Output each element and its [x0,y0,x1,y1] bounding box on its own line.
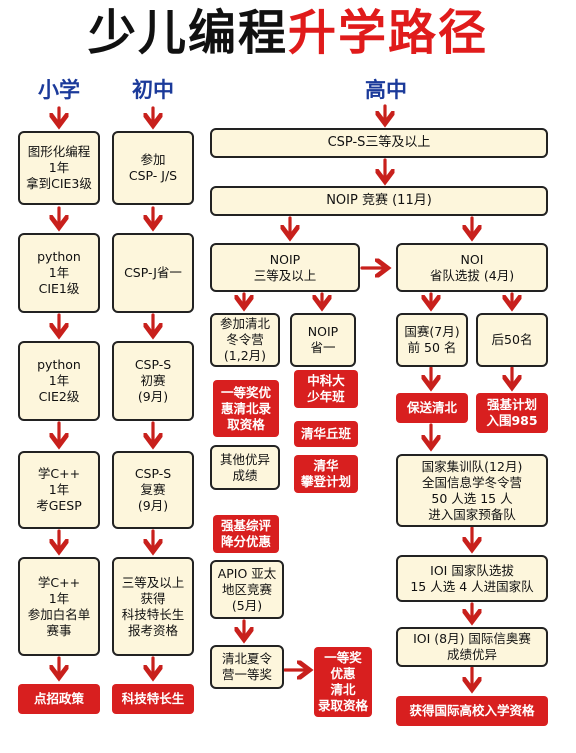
high-noip-contest: NOIP 竞赛 (11月) [210,186,548,216]
high-after-50: 后50名 [476,313,548,367]
middle-step-1: 参加 CSP- J/S [112,131,194,205]
title-part1: 少儿编程 [87,5,288,61]
column-heading-middle: 初中 [132,78,174,102]
high-badge-baosong: 保送清北 [396,393,468,423]
middle-step-5: 三等及以上 获得 科技特长生 报考资格 [112,557,194,656]
title-part2: 升学路径 [288,5,489,61]
primary-step-1: 图形化编程 1年 拿到CIE3级 [18,131,100,205]
high-badge-first-prize: 一等奖优 惠清北录 取资格 [213,380,279,437]
high-noip-first: NOIP 省一 [290,313,356,367]
high-guosai-top50: 国赛(7月) 前 50 名 [396,313,468,367]
middle-step-2: CSP-J省一 [112,233,194,313]
middle-step-3: CSP-S 初赛 (9月) [112,341,194,421]
high-qinghua-camp: 参加清北 冬令营 (1,2月) [210,313,280,367]
high-badge-qiangji-zonghe: 强基综评 降分优惠 [213,515,279,553]
high-summer-camp: 清北夏令 营一等奖 [210,645,284,689]
primary-step-4: 学C++ 1年 考GESP [18,451,100,529]
high-badge-first-prize-2: 一等奖 优惠 清北 录取资格 [314,647,372,717]
primary-result-badge: 点招政策 [18,684,100,714]
primary-step-3: python 1年 CIE2级 [18,341,100,421]
page-title: 少儿编程升学路径 [0,4,576,62]
primary-step-5: 学C++ 1年 参加白名单 赛事 [18,557,100,656]
high-badge-qiu-class: 清华丘班 [294,421,358,447]
high-noip-third: NOIP 三等及以上 [210,243,360,292]
high-badge-qiangji-985: 强基计划 入围985 [476,393,548,433]
middle-result-badge: 科技特长生 [112,684,194,714]
high-ioi-team-selection: IOI 国家队选拔 15 人选 4 人进国家队 [396,555,548,602]
column-heading-high: 高中 [365,78,407,102]
middle-step-4: CSP-S 复赛 (9月) [112,451,194,529]
high-badge-pandeng: 清华 攀登计划 [294,455,358,493]
high-badge-intl-admission: 获得国际高校入学资格 [396,696,548,726]
high-noi-selection: NOI 省队选拔 (4月) [396,243,548,292]
high-ioi-contest: IOI (8月) 国际信奥赛 成绩优异 [396,627,548,667]
high-csp-s: CSP-S三等及以上 [210,128,548,158]
high-other-results: 其他优异 成绩 [210,445,280,490]
primary-step-2: python 1年 CIE1级 [18,233,100,313]
high-national-training-team: 国家集训队(12月) 全国信息学冬令营 50 人选 15 人 进入国家预备队 [396,454,548,527]
high-apio: APIO 亚太 地区竞赛 (5月) [210,560,284,619]
high-badge-ustc: 中科大 少年班 [294,370,358,408]
column-heading-primary: 小学 [38,78,80,102]
